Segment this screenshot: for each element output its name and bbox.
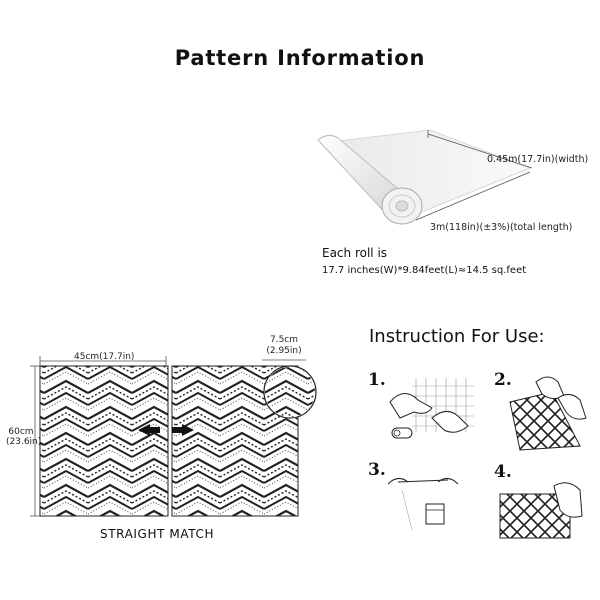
roll-icon — [391, 427, 413, 439]
sample-width-label: 45cm(17.7in) — [74, 352, 135, 362]
instructions-title: Instruction For Use: — [369, 326, 545, 347]
smoother-icon — [425, 503, 445, 525]
roll-width-label: 0.45m(17.7in)(width) — [487, 154, 589, 165]
repeat-label-in: (2.95in) — [266, 346, 302, 356]
step-4-number: 4. — [494, 462, 512, 482]
roll-length-label: 3m(118in)(±3%)(total length) — [430, 222, 573, 233]
each-roll-detail: 17.7 inches(W)*9.84feet(L)≈14.5 sq.feet — [322, 265, 527, 276]
arrow-left-icon — [138, 424, 160, 436]
repeat-label-cm: 7.5cm — [269, 335, 299, 345]
each-roll-label: Each roll is — [322, 246, 388, 260]
wallpaper-roll-illustration — [317, 129, 533, 225]
step-4-illustration — [499, 482, 583, 539]
page-title: Pattern Information — [174, 46, 426, 70]
pattern-sample-illustration — [30, 356, 317, 517]
step-1-illustration — [389, 378, 474, 439]
hand-icon — [389, 393, 433, 419]
step-3-number: 3. — [368, 460, 386, 480]
step-2-number: 2. — [494, 370, 512, 390]
arrow-right-icon — [172, 424, 194, 436]
straight-match-label: STRAIGHT MATCH — [100, 527, 215, 541]
width-dimension-line — [427, 133, 533, 169]
step-3-illustration — [387, 478, 459, 531]
step-2-illustration — [509, 376, 587, 451]
height-label-cm: 60cm — [8, 427, 34, 437]
length-dimension-line — [415, 171, 531, 221]
left-panel — [39, 365, 169, 517]
step-1-number: 1. — [368, 370, 386, 390]
hand-icon — [553, 482, 583, 518]
hand-icon — [387, 478, 409, 485]
height-label-in: (23.6in) — [6, 437, 42, 447]
